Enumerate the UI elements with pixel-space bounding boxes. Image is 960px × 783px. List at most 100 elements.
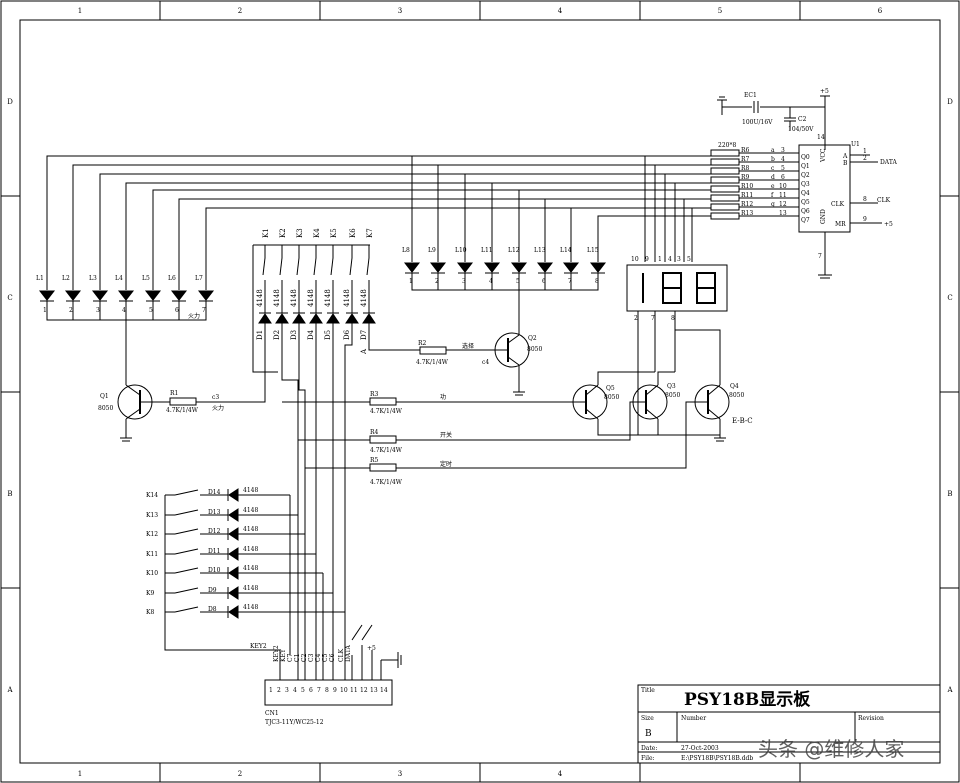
u1-pin-number: 13 bbox=[779, 210, 787, 217]
title-block-frame bbox=[637, 684, 941, 764]
diode-name: D14 bbox=[208, 489, 221, 496]
q4-type: 8050 bbox=[729, 392, 744, 399]
u1-q-label: Q4 bbox=[801, 190, 810, 197]
u1-q-label: Q6 bbox=[801, 208, 810, 215]
transistor-q2 bbox=[455, 332, 530, 396]
right-led-labels: L8 L9 L10 L11 L12 L13 L14 L15 1 2 3 4 5 … bbox=[402, 247, 599, 285]
revision-label: Revision bbox=[858, 715, 884, 722]
u1-pin-number: 12 bbox=[779, 201, 787, 208]
u1-pin-number: 10 bbox=[779, 183, 787, 190]
connector-signal: C4 bbox=[315, 653, 322, 662]
led-name: L10 bbox=[455, 247, 467, 254]
row-marker: B bbox=[947, 490, 952, 498]
array-resistor-name: R10 bbox=[741, 183, 753, 190]
diode-value: 4148 bbox=[360, 289, 368, 307]
connector-signal: C5 bbox=[322, 653, 329, 662]
led-pin: 6 bbox=[175, 307, 179, 314]
connector-pin: 6 bbox=[309, 687, 313, 694]
u1-b-label: B bbox=[843, 160, 848, 167]
col-marker: 1 bbox=[78, 770, 82, 778]
segment-label: c bbox=[771, 165, 775, 172]
q3-name: Q3 bbox=[667, 383, 676, 390]
top-key-diodes bbox=[258, 312, 376, 324]
date-value: 27-Oct-2003 bbox=[681, 745, 719, 752]
column-markers-bottom: 1 2 3 4 bbox=[78, 770, 563, 778]
power-section bbox=[717, 95, 830, 150]
r5-value: 4.7K/1/4W bbox=[370, 479, 403, 486]
connector-signals: KEY2 KEY C7 C1 C2 C3 C4 C5 C6 CLK DATA +… bbox=[273, 645, 376, 662]
left-leds bbox=[38, 290, 215, 385]
q1-name: Q1 bbox=[100, 393, 109, 400]
connector-pin: 10 bbox=[340, 687, 348, 694]
key-name: K14 bbox=[146, 492, 158, 499]
diode-value: 4148 bbox=[324, 289, 332, 307]
diode-value: 4148 bbox=[243, 585, 258, 592]
array-resistor-name: R13 bbox=[741, 210, 753, 217]
left-key-labels: K14 K13 K12 K11 K10 K9 K8 D14 D13 D12 D1… bbox=[146, 487, 267, 650]
u1-vcc-label: VCC bbox=[820, 148, 827, 163]
diode-name: D2 bbox=[273, 330, 281, 340]
transistor-q4 bbox=[405, 329, 730, 469]
led-pin: 4 bbox=[122, 307, 126, 314]
key-net-label: KEY2 bbox=[250, 643, 267, 650]
diode-value: 4148 bbox=[243, 604, 258, 611]
key-name: K5 bbox=[330, 228, 338, 238]
connector-part: TJC3-11Y/WC25-12 bbox=[265, 719, 324, 726]
segment-label: f bbox=[771, 192, 774, 199]
r1-name: R1 bbox=[170, 390, 178, 397]
key-name: K4 bbox=[313, 228, 321, 238]
transistor-q3 bbox=[405, 371, 675, 441]
array-resistor-name: R12 bbox=[741, 201, 753, 208]
u1-pin-mr: 9 bbox=[863, 216, 867, 223]
segment-label: d bbox=[771, 174, 775, 181]
key-name: K3 bbox=[296, 228, 304, 238]
r4-net: 开关 bbox=[440, 431, 452, 439]
clk-net-label: CLK bbox=[877, 197, 891, 204]
c2-name: C2 bbox=[798, 116, 807, 123]
display-pin: 2 bbox=[634, 315, 638, 322]
q2-name: Q2 bbox=[528, 335, 537, 342]
display-pin: 8 bbox=[671, 315, 675, 322]
u1-q-label: Q1 bbox=[801, 163, 810, 170]
top-keys bbox=[252, 244, 420, 655]
led-pin: 7 bbox=[202, 307, 206, 314]
col-marker: 3 bbox=[398, 7, 402, 15]
mr-vcc-label: +5 bbox=[884, 221, 893, 228]
q2-note: c4 bbox=[482, 359, 489, 366]
segment-label: g bbox=[771, 201, 775, 208]
connector-pin: 8 bbox=[325, 687, 329, 694]
diode-value: 4148 bbox=[243, 507, 258, 514]
seven-segment-display bbox=[626, 264, 728, 435]
led-pin: 3 bbox=[462, 278, 466, 285]
u1-q-label: Q0 bbox=[801, 154, 810, 161]
connector-pin: 12 bbox=[360, 687, 368, 694]
led-pin: 1 bbox=[43, 307, 47, 314]
r4-value: 4.7K/1/4W bbox=[370, 447, 403, 454]
led-name: L1 bbox=[36, 275, 44, 282]
u1-pin-clk: 8 bbox=[863, 196, 867, 203]
row-marker: D bbox=[7, 98, 13, 106]
connector-cn1 bbox=[264, 624, 402, 706]
left-led-labels: L1 L2 L3 L4 L5 L6 L7 1 2 3 4 5 6 7 火力 bbox=[36, 275, 206, 320]
connector-signal: +5 bbox=[367, 645, 376, 652]
r5-net: 定时 bbox=[440, 460, 452, 468]
diode-name: D1 bbox=[256, 330, 264, 340]
u1-mr-label: MR bbox=[835, 221, 846, 228]
key-name: K10 bbox=[146, 570, 158, 577]
vcc-label: +5 bbox=[820, 88, 829, 95]
connector-signal: KEY bbox=[280, 648, 287, 662]
watermark: 头条 @维修人家 bbox=[758, 737, 904, 761]
diode-name: D6 bbox=[343, 329, 351, 340]
u1-clk-label: CLK bbox=[831, 201, 845, 208]
connector-signal: C2 bbox=[301, 653, 308, 662]
led-name: L2 bbox=[62, 275, 70, 282]
u1-q-label: Q7 bbox=[801, 217, 810, 224]
col-marker: 1 bbox=[78, 7, 82, 15]
connector-signal: C7 bbox=[287, 653, 294, 662]
diode-name: D11 bbox=[208, 548, 220, 555]
segment-label: b bbox=[771, 156, 775, 163]
u1-pin-gnd: 7 bbox=[818, 253, 822, 260]
key-name: K6 bbox=[349, 228, 357, 238]
u1-q-label: Q2 bbox=[801, 172, 810, 179]
display-pin: 5 bbox=[687, 256, 691, 263]
